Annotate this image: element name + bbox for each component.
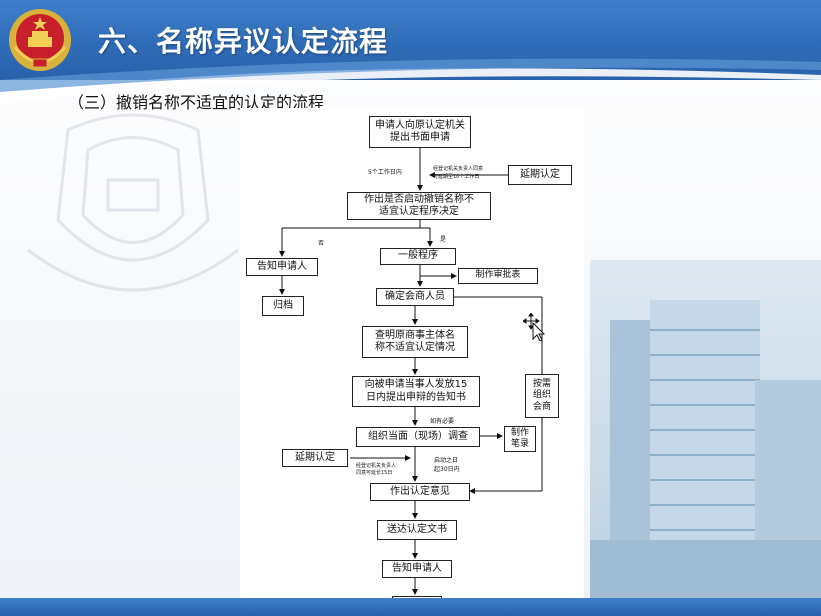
node-opinion: 作出认定意见 bbox=[370, 483, 470, 501]
slide-subtitle: （三）撤销名称不适宜的认定的流程 bbox=[68, 93, 325, 112]
label-thirty-1: 启动之日 bbox=[434, 457, 459, 464]
node-send-notice: 向被申请当事人发放15 日内提出申辩的告知书 bbox=[352, 376, 480, 407]
label-ext-top-2: 可延期至10个工作日 bbox=[433, 174, 480, 180]
building-illustration bbox=[590, 260, 821, 616]
node-archive-left: 归档 bbox=[262, 296, 304, 316]
node-notify-bottom: 告知申请人 bbox=[382, 560, 452, 578]
label-five-days: 5个工作日内 bbox=[368, 169, 402, 176]
header-swoosh bbox=[0, 58, 821, 104]
node-record: 制作 笔录 bbox=[504, 426, 536, 452]
node-deliver: 送达认定文书 bbox=[377, 520, 457, 540]
label-ext-bottom-2: 同意可延长15日 bbox=[356, 470, 393, 476]
node-consult: 按需 组织 会商 bbox=[525, 374, 559, 418]
node-decide: 作出是否启动撤销名称不 适宜认定程序决定 bbox=[347, 192, 491, 220]
node-extend-bottom: 延期认定 bbox=[282, 449, 348, 467]
node-confirm: 确定会商人员 bbox=[376, 288, 454, 306]
label-yes: 是 bbox=[440, 236, 447, 243]
label-ext-bottom-1: 经登记机关负责人 bbox=[356, 463, 397, 469]
emblem-watermark bbox=[27, 113, 239, 292]
node-verify: 查明原商事主体名 称不适宜认定情况 bbox=[362, 326, 468, 358]
label-if-needed: 如有必要 bbox=[430, 418, 455, 425]
national-emblem-icon bbox=[9, 9, 71, 71]
footer-band bbox=[0, 598, 821, 616]
node-extend-top: 延期认定 bbox=[508, 165, 572, 185]
node-notify-left: 告知申请人 bbox=[246, 258, 318, 276]
slide-title: 六、名称异议认定流程 bbox=[98, 25, 389, 58]
node-approval-form: 制作审批表 bbox=[458, 268, 538, 284]
node-general: 一般程序 bbox=[380, 248, 456, 265]
node-apply: 申请人向原认定机关 提出书面申请 bbox=[369, 116, 471, 148]
move-cursor-icon bbox=[523, 313, 546, 341]
label-ext-top-1: 经登记机关负责人同意 bbox=[433, 166, 484, 172]
node-hearing: 组织当面（现场）调查 bbox=[356, 427, 480, 447]
label-no: 否 bbox=[318, 240, 325, 247]
label-thirty-2: 起30日内 bbox=[434, 466, 460, 473]
